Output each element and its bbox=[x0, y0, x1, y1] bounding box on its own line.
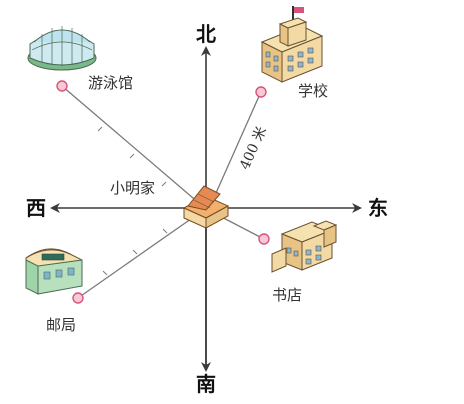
route-lines bbox=[61, 85, 263, 299]
school-marker bbox=[255, 86, 267, 98]
pool-label: 游泳馆 bbox=[88, 74, 134, 92]
bookstore-building-icon bbox=[271, 220, 338, 273]
school-building-icon bbox=[260, 6, 324, 83]
route-school bbox=[211, 93, 261, 203]
south-label: 南 bbox=[196, 372, 216, 396]
pool-marker bbox=[56, 80, 68, 92]
post-office-label: 邮局 bbox=[46, 316, 77, 334]
home-label: 小明家 bbox=[110, 179, 156, 197]
bookstore-label: 书店 bbox=[272, 286, 303, 304]
north-label: 北 bbox=[196, 22, 216, 46]
post-office-marker bbox=[72, 292, 84, 304]
stadium-icon bbox=[27, 26, 97, 71]
east-label: 东 bbox=[368, 196, 388, 220]
school-label: 学校 bbox=[298, 82, 329, 100]
post-office-building-icon bbox=[25, 248, 83, 295]
bookstore-marker bbox=[258, 233, 270, 245]
house-icon bbox=[182, 185, 230, 229]
place-markers bbox=[56, 80, 270, 304]
route-pool bbox=[61, 85, 201, 205]
west-label: 西 bbox=[26, 196, 46, 220]
route-post-office bbox=[77, 213, 199, 299]
